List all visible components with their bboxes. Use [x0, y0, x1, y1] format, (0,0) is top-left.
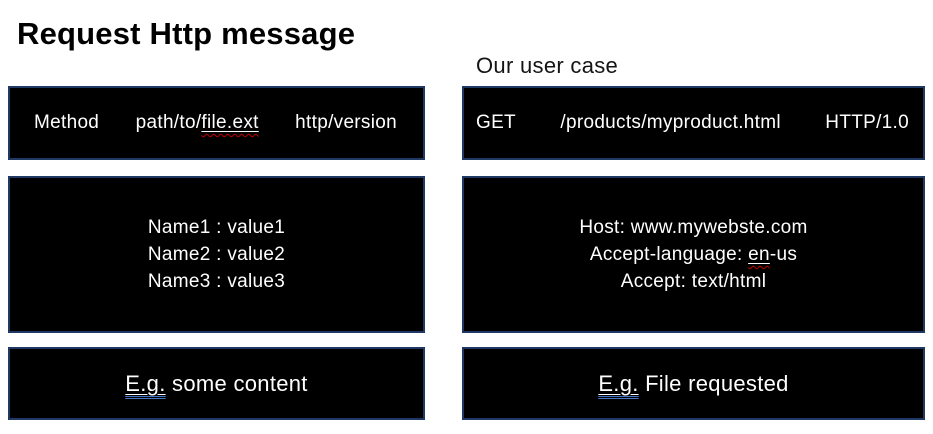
version-value: HTTP/1.0 — [825, 112, 909, 133]
path-file-text: file.ext — [201, 112, 259, 133]
body-rest-text: some content — [165, 370, 308, 396]
eg-underline: E.g. — [598, 371, 638, 396]
headers-example-lines: Host: www.mywebste.com Accept-language: … — [464, 214, 923, 295]
en-text: en — [748, 244, 770, 265]
path-value: /products/myproduct.html — [560, 112, 781, 133]
body-template-box: E.g. some content — [8, 347, 425, 420]
version-placeholder: http/version — [295, 112, 397, 133]
header-line: Accept-language: en-us — [464, 241, 923, 268]
header-line: Name2 : value2 — [147, 244, 286, 265]
path-placeholder: path/to/file.ext — [136, 112, 259, 134]
headers-template-box: Name1 : value1 Name2 : value2 Name3 : va… — [8, 176, 425, 333]
method-placeholder: Method — [34, 112, 100, 133]
body-example-box: E.g. File requested — [462, 347, 925, 420]
path-prefix-text: path/to/ — [135, 112, 202, 133]
eg-text: E.g. — [125, 370, 166, 396]
method-value: GET — [476, 112, 516, 133]
our-user-case-label: Our user case — [476, 53, 619, 78]
eg-text: E.g. — [598, 370, 639, 396]
headers-example-box: Host: www.mywebste.com Accept-language: … — [462, 176, 925, 333]
header-line: Name1 : value1 — [147, 217, 286, 238]
en-underline: en — [748, 244, 770, 265]
path-file-underline: file.ext — [201, 112, 258, 133]
body-example-text: E.g. File requested — [598, 371, 788, 397]
page-title: Request Http message — [17, 16, 356, 51]
request-line-template-box: Method path/to/file.ext http/version — [8, 86, 425, 160]
headers-template-lines: Name1 : value1 Name2 : value2 Name3 : va… — [10, 214, 423, 295]
accept-language-prefix: Accept-language: — [589, 244, 749, 265]
body-template-text: E.g. some content — [125, 371, 307, 397]
accept-language-suffix: -us — [769, 244, 798, 265]
header-line: Name3 : value3 — [147, 271, 286, 292]
header-line: Host: www.mywebste.com — [579, 217, 808, 238]
request-line-example-box: GET /products/myproduct.html HTTP/1.0 — [462, 86, 925, 160]
header-line: Accept: text/html — [620, 271, 767, 292]
body-rest-text: File requested — [638, 370, 789, 396]
eg-underline: E.g. — [125, 371, 165, 396]
